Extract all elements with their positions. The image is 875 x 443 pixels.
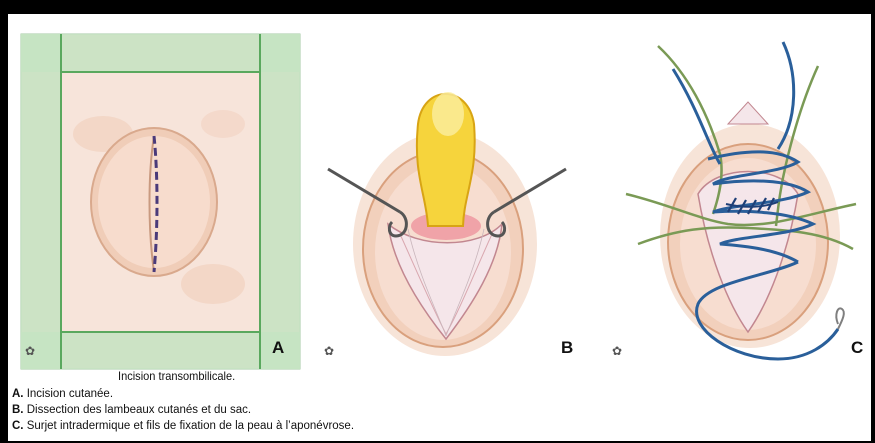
panel-c-letter: C	[851, 338, 863, 358]
panel-a-letter: A	[272, 338, 284, 358]
caption-item-c: C. Surjet intradermique et fils de fixat…	[12, 420, 354, 432]
figure-frame: A B C ✿ ✿ ✿ Incision transombilicale. A.…	[8, 14, 871, 441]
caption-key-b: B.	[12, 404, 24, 416]
caption-key-a: A.	[12, 388, 24, 400]
artist-mark-a: ✿	[25, 344, 35, 358]
panel-b-letter: B	[561, 338, 573, 358]
artist-mark-c: ✿	[612, 344, 622, 358]
panel-b-drawing	[328, 92, 566, 356]
panel-a-drawing	[21, 34, 300, 369]
artist-mark-b: ✿	[324, 344, 334, 358]
caption-key-c: C.	[12, 420, 24, 432]
caption-title: Incision transombilicale.	[118, 369, 235, 383]
caption-text-b: Dissection des lambeaux cutanés et du sa…	[27, 404, 251, 416]
caption-text-c: Surjet intradermique et fils de fixation…	[27, 420, 354, 432]
panel-c-drawing	[626, 42, 856, 359]
caption-text-a: Incision cutanée.	[27, 388, 113, 400]
caption-item-a: A. Incision cutanée.	[12, 388, 113, 400]
caption-item-b: B. Dissection des lambeaux cutanés et du…	[12, 404, 251, 416]
